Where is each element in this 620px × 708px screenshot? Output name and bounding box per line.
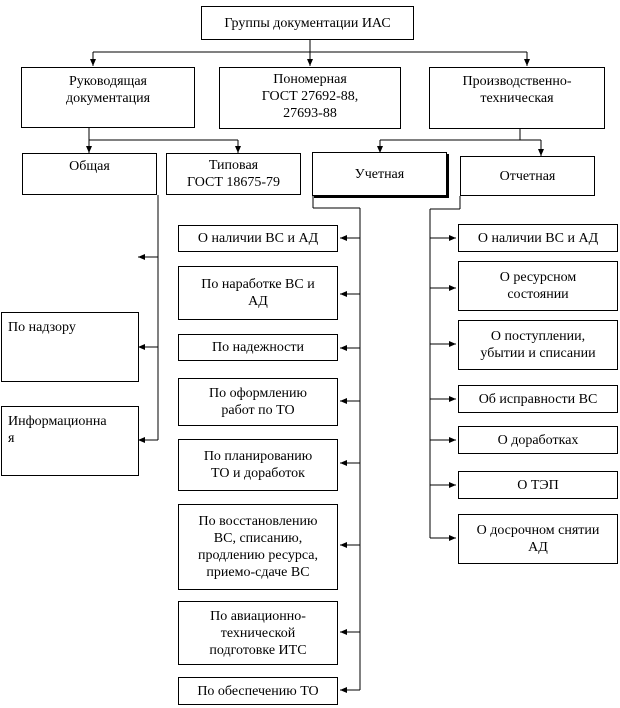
accounting-item-operating-time: По наработке ВС и АД (178, 266, 338, 320)
reporting-item-availability: О наличии ВС и АД (458, 224, 618, 252)
accounting-box: Учетная (312, 152, 447, 196)
reporting-item-modifications: О доработках (458, 426, 618, 454)
typical-box: Типовая ГОСТ 18675-79 (166, 153, 301, 195)
general-item-informational: Информационна я (1, 406, 139, 476)
accounting-item-availability: О наличии ВС и АД (178, 225, 338, 252)
accounting-item-staff-training: По авиационно- технической подготовке ИТ… (178, 601, 338, 665)
accounting-item-restoration: По восстановлению ВС, списанию, продлени… (178, 504, 338, 590)
accounting-item-reliability: По надежности (178, 334, 338, 361)
reporting-item-serviceability: Об исправности ВС (458, 385, 618, 413)
reporting-item-resource-state: О ресурсном состоянии (458, 261, 618, 311)
accounting-item-maintenance-records: По оформлению работ по ТО (178, 378, 338, 426)
general-box: Общая (22, 153, 157, 195)
reporting-item-tep: О ТЭП (458, 471, 618, 499)
accounting-item-planning: По планированию ТО и доработок (178, 439, 338, 491)
per-number-box: Пономерная ГОСТ 27692-88, 27693-88 (219, 67, 401, 129)
reporting-item-arrivals: О поступлении, убытии и списании (458, 320, 618, 370)
guiding-documentation-box: Руководящая документация (21, 67, 195, 128)
production-technical-box: Производственно- техническая (429, 67, 605, 129)
root-box: Группы документации ИАС (201, 6, 414, 40)
reporting-item-early-removal: О досрочном снятии АД (458, 514, 618, 564)
reporting-box: Отчетная (460, 156, 595, 196)
general-item-supervision: По надзору (1, 312, 139, 382)
accounting-item-maintenance-support: По обеспечению ТО (178, 677, 338, 705)
